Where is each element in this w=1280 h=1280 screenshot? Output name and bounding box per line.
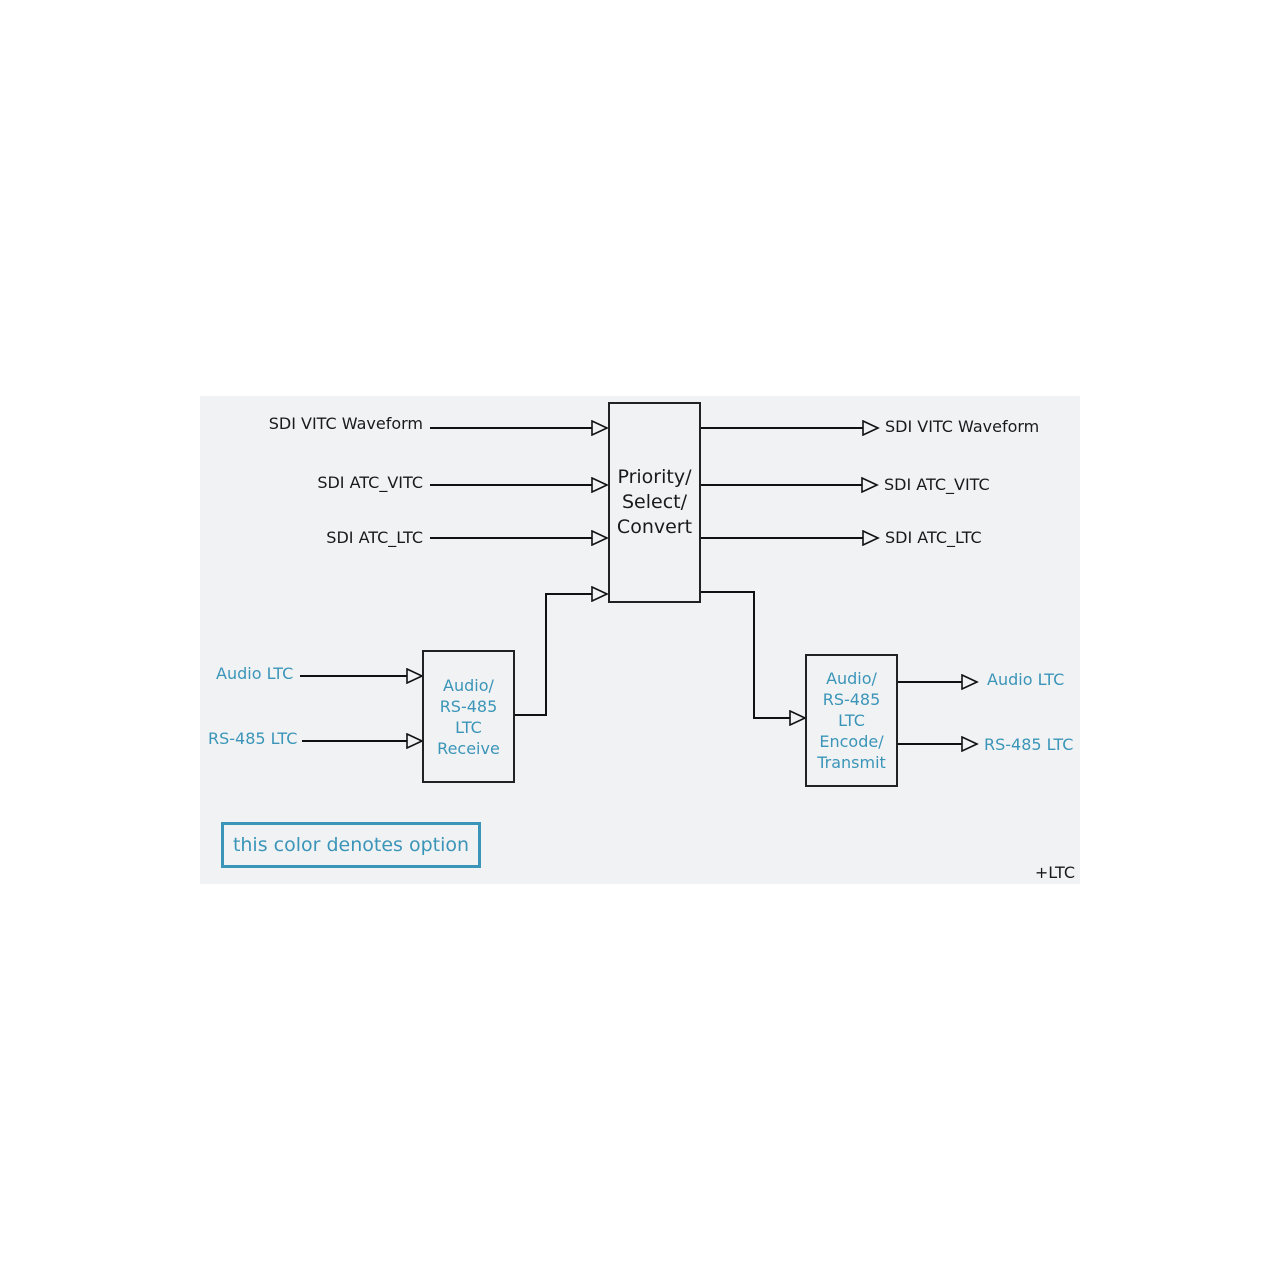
line-priority-to-transmit xyxy=(701,591,805,718)
input-label-sdi-vitc-waveform: SDI VITC Waveform xyxy=(268,414,423,433)
output-label-sdi-atc-ltc: SDI ATC_LTC xyxy=(885,528,982,547)
ltc-receive-block: Audio/ RS-485 LTC Receive xyxy=(422,650,515,783)
option-color-legend: this color denotes option xyxy=(221,822,481,868)
input-label-sdi-atc-ltc: SDI ATC_LTC xyxy=(326,528,423,547)
priority-select-convert-block: Priority/ Select/ Convert xyxy=(608,402,701,603)
output-label-sdi-vitc-waveform: SDI VITC Waveform xyxy=(885,417,1040,436)
diagram-panel xyxy=(200,396,1080,884)
line-receive-to-priority xyxy=(515,594,607,716)
input-label-rs485-ltc: RS-485 LTC xyxy=(208,729,298,748)
output-label-audio-ltc: Audio LTC xyxy=(987,670,1065,689)
ltc-encode-transmit-block: Audio/ RS-485 LTC Encode/ Transmit xyxy=(805,654,898,787)
output-label-rs485-ltc: RS-485 LTC xyxy=(984,735,1074,754)
output-label-sdi-atc-vitc: SDI ATC_VITC xyxy=(884,475,990,494)
input-label-sdi-atc-vitc: SDI ATC_VITC xyxy=(317,473,423,492)
input-label-audio-ltc: Audio LTC xyxy=(216,664,294,683)
variant-label: +LTC xyxy=(1034,863,1075,882)
